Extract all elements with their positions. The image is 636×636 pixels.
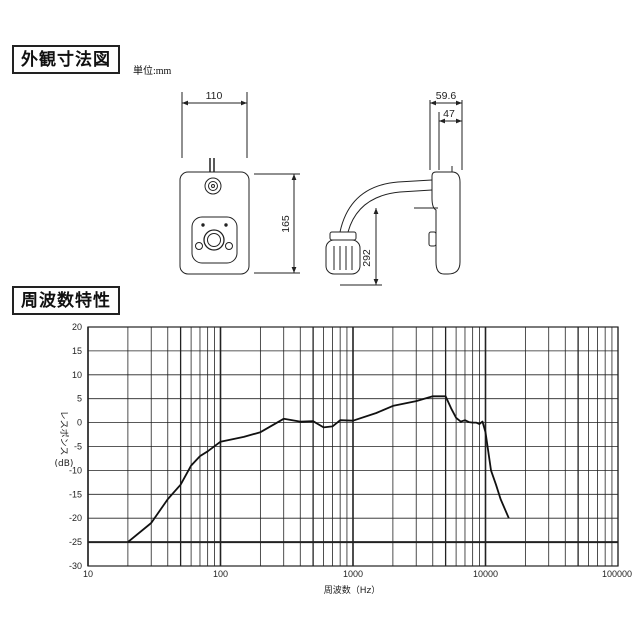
plot-frame bbox=[87, 326, 619, 567]
y-tick-label: 20 bbox=[72, 322, 82, 332]
y-tick-label: -20 bbox=[69, 513, 82, 523]
y-tick-label: -15 bbox=[69, 489, 82, 499]
x-tick-label: 10000 bbox=[473, 569, 498, 579]
dim-depth-total-label: 59.6 bbox=[436, 90, 457, 102]
y-axis-unit: (dB) bbox=[55, 459, 74, 469]
y-axis-label: レスポンス bbox=[58, 411, 69, 456]
response-section-title: 周波数特性 bbox=[12, 286, 120, 315]
y-tick-label: 5 bbox=[77, 394, 82, 404]
x-tick-labels: 10 100 1000 10000 100000 bbox=[83, 569, 632, 579]
front-view bbox=[179, 92, 300, 275]
dim-gooseneck-label: 292 bbox=[361, 249, 373, 267]
series-group bbox=[127, 395, 510, 543]
x-axis-label: 周波数（Hz） bbox=[324, 584, 381, 596]
x-tick-label: 100 bbox=[213, 569, 228, 579]
y-tick-label: 0 bbox=[77, 418, 82, 428]
side-view bbox=[325, 100, 463, 286]
response-curve bbox=[127, 395, 510, 543]
y-tick-labels: 20 15 10 5 0 -5 -10 -15 -20 -25 -30 bbox=[69, 322, 82, 571]
x-tick-label: 100000 bbox=[602, 569, 632, 579]
y-tick-label: 10 bbox=[72, 370, 82, 380]
dim-width-label: 110 bbox=[206, 90, 223, 102]
x-tick-label: 10 bbox=[83, 569, 93, 579]
unit-note: 単位:mm bbox=[133, 66, 172, 77]
y-tick-label: -25 bbox=[69, 537, 82, 547]
chart-grid bbox=[87, 326, 619, 567]
y-tick-label: -10 bbox=[69, 465, 82, 475]
y-tick-label: -30 bbox=[69, 561, 82, 571]
dim-depth-inner-label: 47 bbox=[443, 108, 455, 120]
drawing-section-title: 外観寸法図 bbox=[12, 45, 120, 74]
dim-height-label: 165 bbox=[280, 215, 292, 233]
y-tick-label: 15 bbox=[72, 346, 82, 356]
y-tick-label: -5 bbox=[74, 442, 82, 452]
x-tick-label: 1000 bbox=[343, 569, 363, 579]
